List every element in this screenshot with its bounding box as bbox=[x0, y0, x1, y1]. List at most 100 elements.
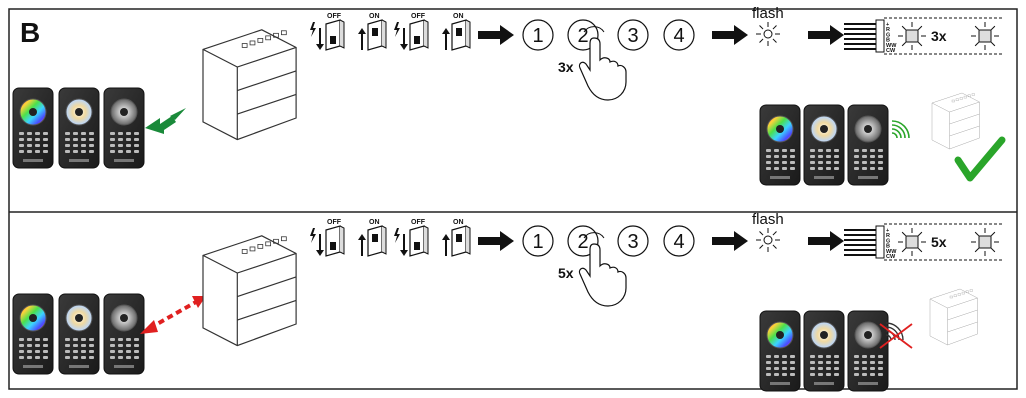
remote-key bbox=[89, 144, 94, 147]
press-count-label: 3x bbox=[558, 59, 574, 75]
hand-outline bbox=[578, 243, 627, 307]
remote-key bbox=[134, 138, 139, 141]
remote-key bbox=[826, 355, 831, 358]
receiver-terminal bbox=[965, 290, 969, 294]
remote-key bbox=[862, 155, 867, 158]
sun-ray bbox=[772, 231, 777, 236]
remote-key bbox=[826, 167, 831, 170]
remote-key bbox=[73, 344, 78, 347]
remote-key bbox=[126, 338, 131, 341]
switch-arrow-head bbox=[442, 234, 450, 240]
switch-side bbox=[381, 19, 387, 49]
sun-ray bbox=[759, 25, 764, 30]
remote-key bbox=[27, 344, 32, 347]
remote-key bbox=[126, 132, 131, 135]
remote-key bbox=[870, 367, 875, 370]
remote-control bbox=[803, 104, 845, 186]
remote-key bbox=[766, 161, 771, 164]
remote-key bbox=[110, 150, 115, 153]
remote-key bbox=[782, 355, 787, 358]
remote-key bbox=[81, 356, 86, 359]
switch-state-label: OFF bbox=[327, 13, 342, 20]
remote-key bbox=[790, 149, 795, 152]
switch-rocker bbox=[456, 28, 462, 36]
switch-side bbox=[381, 225, 387, 255]
remote-key bbox=[790, 167, 795, 170]
arrow-right-icon bbox=[712, 231, 748, 251]
remote-key bbox=[27, 138, 32, 141]
press-count-label: 5x bbox=[558, 265, 574, 281]
button-3: 3 bbox=[617, 19, 649, 51]
arrow-head bbox=[734, 25, 748, 45]
receiver-terminal bbox=[241, 43, 248, 48]
arrow-right-icon bbox=[478, 25, 514, 45]
strip-pin-label: R bbox=[886, 27, 890, 33]
remote-key bbox=[834, 373, 839, 376]
remote-key bbox=[782, 161, 787, 164]
switch-state-label: ON bbox=[453, 219, 464, 226]
remote-key bbox=[790, 355, 795, 358]
sun-ray bbox=[991, 231, 996, 236]
remote-key bbox=[870, 161, 875, 164]
sun-ray bbox=[759, 244, 764, 249]
power-bolt-icon bbox=[394, 22, 400, 37]
sun-ray bbox=[759, 38, 764, 43]
arrow-shaft bbox=[478, 237, 502, 245]
signal-arc bbox=[885, 322, 904, 341]
button-label: 1 bbox=[532, 25, 543, 47]
remote-key bbox=[89, 350, 94, 353]
remote-key bbox=[118, 350, 123, 353]
remote-key bbox=[110, 138, 115, 141]
press-wave bbox=[583, 26, 605, 33]
panel-label: B bbox=[20, 17, 40, 48]
receiver-module bbox=[931, 92, 980, 150]
remote-key bbox=[870, 167, 875, 170]
remote-key bbox=[766, 155, 771, 158]
remote-key bbox=[774, 367, 779, 370]
strip-pin-label: B bbox=[886, 244, 890, 250]
receiver-terminal bbox=[241, 249, 248, 254]
receiver-terminal bbox=[249, 40, 256, 46]
flash-label: flash bbox=[752, 5, 784, 22]
receiver-terminal bbox=[257, 244, 264, 249]
switch-arrow-head bbox=[442, 28, 450, 34]
remote-control bbox=[803, 310, 845, 392]
arrow-right-icon bbox=[712, 25, 748, 45]
switch-rocker bbox=[372, 234, 378, 242]
press-wave bbox=[583, 232, 605, 239]
wall-switch-icon: ON bbox=[358, 219, 387, 257]
remote-key bbox=[27, 132, 32, 135]
remote-key bbox=[81, 150, 86, 153]
remote-key bbox=[73, 144, 78, 147]
receiver-outline bbox=[929, 288, 978, 346]
remote-key bbox=[65, 150, 70, 153]
cross-line bbox=[879, 323, 913, 349]
wall-switch-icon: OFF bbox=[400, 13, 429, 51]
remote-key bbox=[19, 350, 24, 353]
remote-key bbox=[790, 161, 795, 164]
remote-key bbox=[73, 132, 78, 135]
flash-label: flash bbox=[752, 211, 784, 228]
remote-key bbox=[810, 155, 815, 158]
sun-ray bbox=[974, 42, 979, 47]
remote-key bbox=[73, 138, 78, 141]
remote-logo bbox=[69, 159, 89, 162]
remote-logo bbox=[69, 365, 89, 368]
remote-key bbox=[73, 350, 78, 353]
remote-key bbox=[65, 350, 70, 353]
remote-key bbox=[118, 138, 123, 141]
remote-key bbox=[790, 367, 795, 370]
receiver-terminal bbox=[961, 291, 965, 295]
signal-arc bbox=[891, 132, 898, 139]
remote-key bbox=[65, 338, 70, 341]
switch-state-label: OFF bbox=[327, 219, 342, 226]
remote-key bbox=[818, 155, 823, 158]
pairing-arrow-icon bbox=[149, 300, 197, 330]
led-square bbox=[978, 235, 992, 249]
flash-sun-icon bbox=[756, 228, 780, 252]
sun-ray bbox=[991, 42, 996, 47]
remote-key bbox=[870, 361, 875, 364]
arrow-right-icon bbox=[808, 231, 844, 251]
remote-wheel-center bbox=[864, 331, 872, 339]
